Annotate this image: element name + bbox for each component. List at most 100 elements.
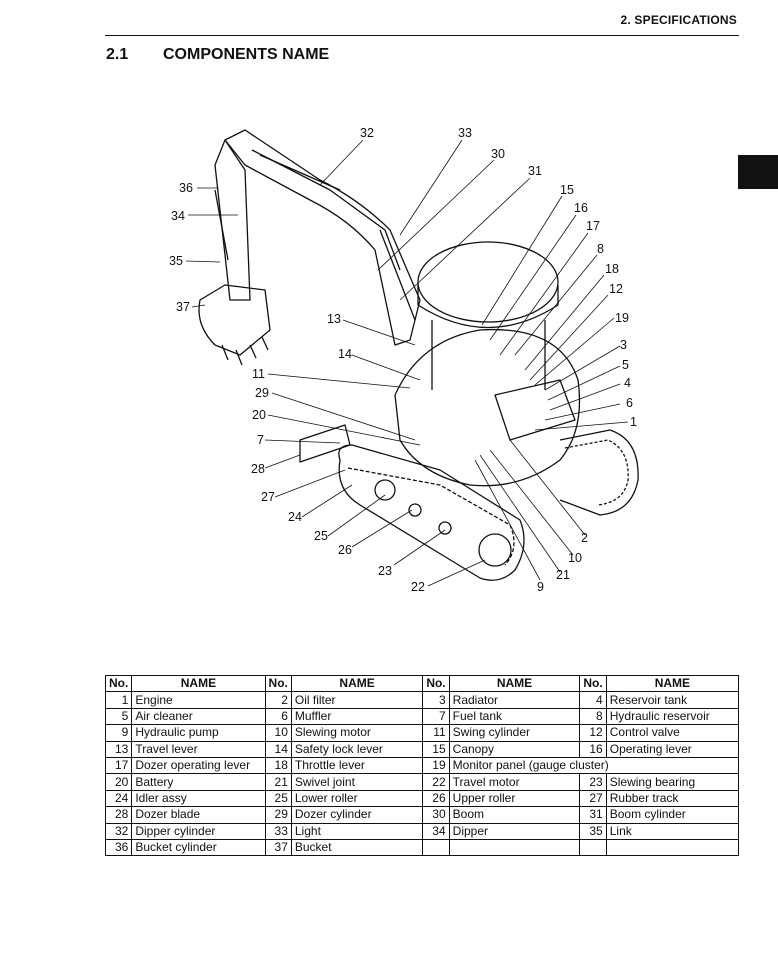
callout-label: 9 <box>537 580 544 594</box>
cell-number: 20 <box>104 773 133 791</box>
callout-label: 25 <box>314 529 328 543</box>
cell-name: Battery <box>131 773 266 791</box>
column-header: NAME <box>290 674 424 693</box>
callout-label: 13 <box>327 312 341 326</box>
cell-number: 12 <box>579 724 607 742</box>
cell-number: 31 <box>579 806 607 824</box>
column-header: NAME <box>605 674 740 693</box>
cell-name: Engine <box>131 691 266 709</box>
callout-label: 22 <box>411 580 425 594</box>
callout-label: 35 <box>169 254 183 268</box>
callout-label: 36 <box>179 181 193 195</box>
cell-number: 30 <box>422 806 450 824</box>
cell-number: 33 <box>264 822 292 840</box>
cell-number <box>422 838 450 857</box>
callout-label: 23 <box>378 564 392 578</box>
cell-name: Oil filter <box>290 691 424 709</box>
callout-label: 2 <box>581 531 588 545</box>
chapter-tab <box>738 155 778 189</box>
cell-name: Canopy <box>448 740 581 758</box>
section-number: 2.1 <box>106 46 129 63</box>
table-row: 9 Hydraulic pump 10 Slewing motor 11 Swi… <box>104 724 740 742</box>
cell-number: 21 <box>264 773 292 791</box>
cell-number: 14 <box>264 740 292 758</box>
callout-label: 31 <box>528 164 542 178</box>
table-row: 24 Idler assy 25 Lower roller 26 Upper r… <box>104 789 740 808</box>
cell-name: Light <box>290 822 424 840</box>
table-row: 5 Air cleaner 6 Muffler 7 Fuel tank 8 Hy… <box>104 707 740 726</box>
column-header: No. <box>264 674 292 693</box>
cell-number: 13 <box>104 740 133 758</box>
excavator-illustration: 32 33 30 31 36 34 35 37 15 16 17 8 18 12… <box>169 126 639 594</box>
cell-name: Dipper cylinder <box>131 822 266 840</box>
table-row: 17 Dozer operating lever 18 Throttle lev… <box>104 756 740 775</box>
callout-label: 24 <box>288 510 302 524</box>
callout-label: 21 <box>556 568 570 582</box>
cell-number: 19 <box>422 756 450 775</box>
callout-label: 16 <box>574 201 588 215</box>
cell-number: 23 <box>579 773 607 791</box>
cell-name: Travel lever <box>131 740 266 758</box>
cell-name: Dozer cylinder <box>290 806 424 824</box>
callout-label: 14 <box>338 347 352 361</box>
cell-name: Idler assy <box>131 789 266 808</box>
cell-name: Muffler <box>290 707 424 726</box>
cell-name: Monitor panel (gauge cluster) <box>448 756 740 775</box>
cell-number: 4 <box>579 691 607 709</box>
table-row: 20 Battery 21 Swivel joint 22 Travel mot… <box>104 773 740 791</box>
cell-number: 37 <box>264 838 292 857</box>
cell-number: 36 <box>104 838 133 857</box>
cell-number: 25 <box>264 789 292 808</box>
cell-name: Control valve <box>605 724 740 742</box>
table-row: 32 Dipper cylinder 33 Light 34 Dipper 35… <box>104 822 740 840</box>
cell-number: 24 <box>104 789 133 808</box>
column-header: NAME <box>131 674 266 693</box>
cell-name: Hydraulic reservoir <box>605 707 740 726</box>
cell-name: Link <box>605 822 740 840</box>
callout-label: 12 <box>609 282 623 296</box>
callout-label: 10 <box>568 551 582 565</box>
cell-number: 22 <box>422 773 450 791</box>
cell-name: Boom <box>448 806 581 824</box>
cell-name: Boom cylinder <box>605 806 740 824</box>
callout-label: 28 <box>251 462 265 476</box>
cell-name: Hydraulic pump <box>131 724 266 742</box>
cell-name <box>448 838 581 857</box>
callout-label: 32 <box>360 126 374 140</box>
column-header: No. <box>104 674 133 693</box>
cell-name: Safety lock lever <box>290 740 424 758</box>
cell-name: Dozer operating lever <box>131 756 266 775</box>
cell-name: Slewing bearing <box>605 773 740 791</box>
cell-number: 3 <box>422 691 450 709</box>
cell-name: Throttle lever <box>290 756 424 775</box>
cell-name: Lower roller <box>290 789 424 808</box>
cell-name: Bucket cylinder <box>131 838 266 857</box>
callout-label: 3 <box>620 338 627 352</box>
callout-label: 7 <box>257 433 264 447</box>
callout-label: 6 <box>626 396 633 410</box>
callout-label: 19 <box>615 311 629 325</box>
cell-name: Radiator <box>448 691 581 709</box>
callout-label: 15 <box>560 183 574 197</box>
callout-label: 17 <box>586 219 600 233</box>
cell-name: Travel motor <box>448 773 581 791</box>
callout-label: 5 <box>622 358 629 372</box>
components-table: No. NAME No. NAME No. NAME No. NAME 1 En… <box>104 674 740 857</box>
column-header: NAME <box>448 674 581 693</box>
cell-number: 2 <box>264 691 292 709</box>
cell-number: 27 <box>579 789 607 808</box>
cell-number: 28 <box>104 806 133 824</box>
cell-name: Dipper <box>448 822 581 840</box>
cell-number: 16 <box>579 740 607 758</box>
table-header-row: No. NAME No. NAME No. NAME No. NAME <box>104 674 740 693</box>
cell-number: 10 <box>264 724 292 742</box>
table-row: 28 Dozer blade 29 Dozer cylinder 30 Boom… <box>104 806 740 824</box>
cell-name: Fuel tank <box>448 707 581 726</box>
cell-number <box>579 838 607 857</box>
cell-number: 6 <box>264 707 292 726</box>
cell-name: Swivel joint <box>290 773 424 791</box>
cell-number: 26 <box>422 789 450 808</box>
cell-number: 8 <box>579 707 607 726</box>
page-header-section: 2. SPECIFICATIONS <box>620 13 737 27</box>
cell-number: 17 <box>104 756 133 775</box>
